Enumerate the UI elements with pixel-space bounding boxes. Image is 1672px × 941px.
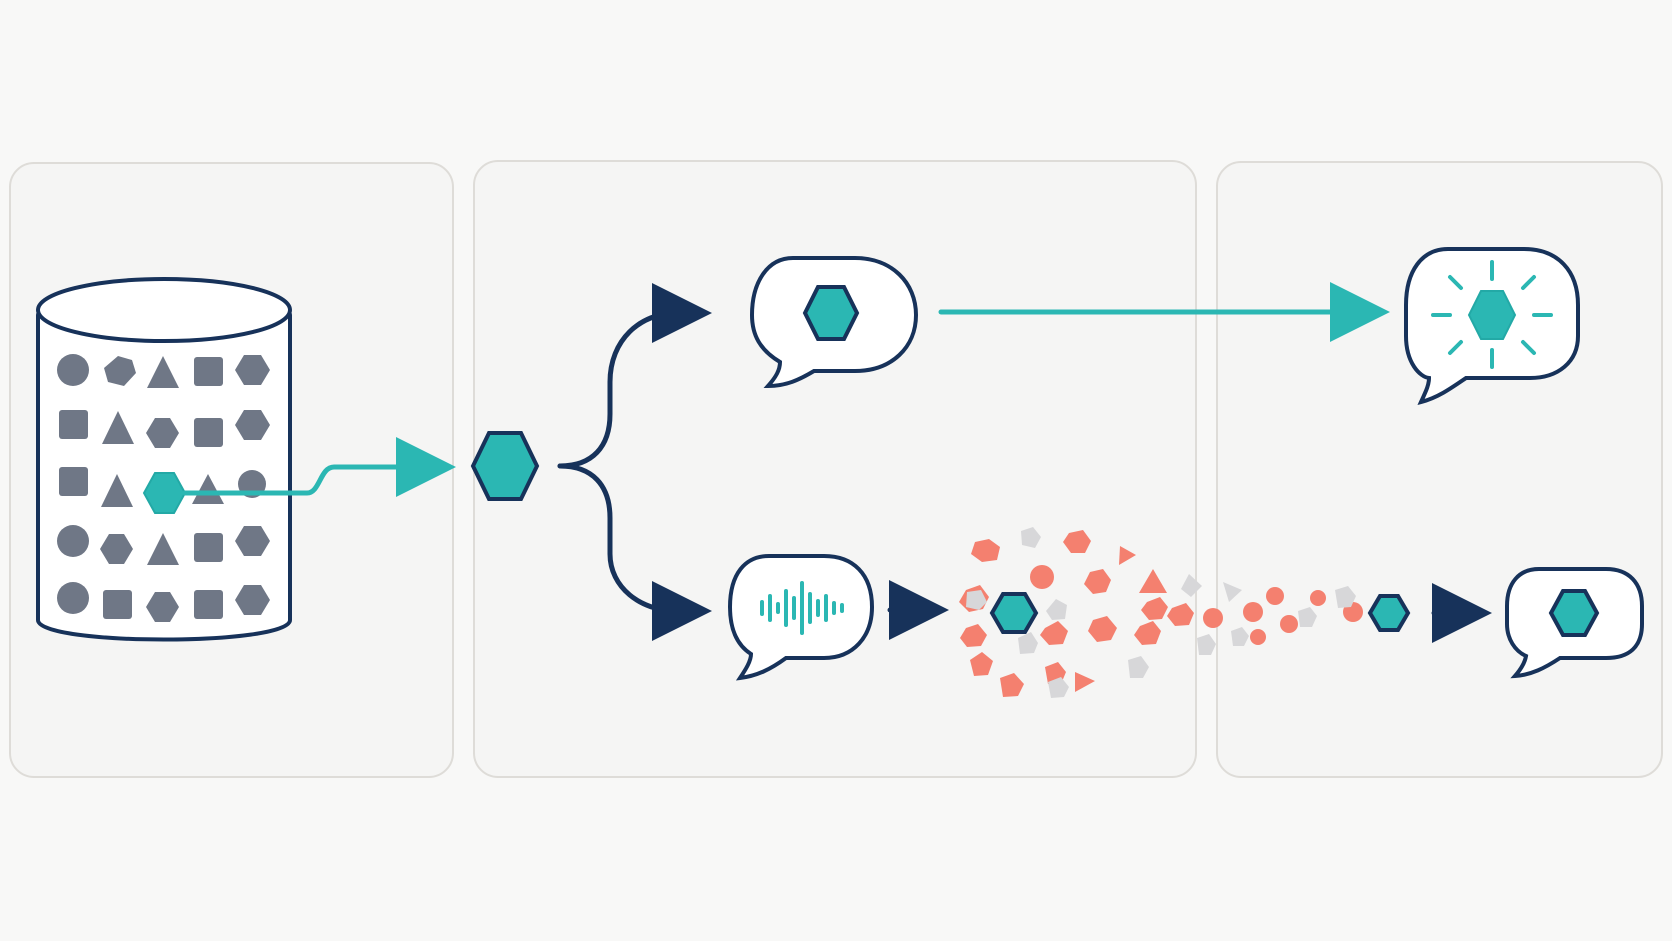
coral-particle [1243, 602, 1263, 622]
gray-triangle-shape [101, 474, 133, 507]
gray-triangle-shape [102, 411, 134, 444]
coral-particle [1040, 621, 1068, 645]
coral-particle [1000, 673, 1024, 697]
gray-hexagon-shape [235, 585, 270, 615]
selected-token-in-database [142, 472, 187, 514]
particle-field [959, 527, 1363, 698]
text-speech-bubble [749, 256, 919, 389]
coral-particle [1075, 672, 1095, 692]
gray-particle [1223, 582, 1242, 602]
coral-particle [1266, 587, 1284, 605]
coral-particle [1088, 616, 1117, 642]
recovered-token [1367, 594, 1411, 632]
coral-particle [1139, 569, 1167, 593]
gray-particle [1128, 656, 1149, 678]
coral-particle [1030, 565, 1054, 589]
coral-particle [1063, 530, 1091, 553]
gray-hexagon-shape [146, 418, 179, 448]
gray-hexagon-shape [100, 534, 133, 564]
gray-pentagon-shape [104, 356, 136, 386]
gray-particle [1231, 627, 1249, 646]
coral-particle [1203, 608, 1223, 628]
sparkle-rays-icon [1431, 260, 1553, 369]
coral-particle [960, 624, 987, 647]
audio-waveform-icon [760, 581, 844, 635]
split-to-text-bubble-flow [557, 283, 712, 469]
gray-hexagon-shape [235, 526, 270, 556]
hexagon-token-icon [1467, 290, 1517, 340]
coral-particle [1280, 615, 1298, 633]
gray-particle [1046, 599, 1067, 620]
gray-square-shape [194, 418, 223, 447]
gray-triangle-shape [192, 474, 224, 504]
gray-triangle-shape [147, 356, 179, 388]
gray-particle [1298, 607, 1317, 627]
coral-particle [1310, 590, 1326, 606]
gray-circle-shape [57, 354, 89, 386]
gray-hexagon-shape [146, 592, 179, 622]
database-shapes [57, 354, 270, 622]
gray-circle-shape [57, 582, 89, 614]
coral-particle [1250, 629, 1266, 645]
database-to-selected-token-flow [182, 437, 456, 497]
coral-particle [1084, 569, 1111, 594]
gray-particle [1335, 586, 1356, 608]
central-token [470, 431, 540, 501]
gray-square-shape [194, 357, 223, 386]
gray-particle [1018, 632, 1038, 654]
gray-square-shape [59, 410, 88, 439]
split-to-audio-bubble-flow [557, 463, 712, 641]
final-output-bubble [1505, 567, 1644, 679]
gray-square-shape [194, 590, 223, 619]
gray-particle [1181, 574, 1202, 597]
gray-triangle-shape [147, 533, 179, 565]
gray-particle [1021, 527, 1041, 548]
gray-square-shape [103, 590, 132, 619]
database-top [36, 277, 292, 343]
audio-speech-bubble [727, 554, 875, 681]
coral-particle [1167, 603, 1194, 626]
hexagon-token-icon [1548, 589, 1600, 637]
hexagon-token-icon [802, 285, 860, 341]
gray-hexagon-shape [235, 355, 270, 385]
gray-hexagon-shape [235, 410, 270, 440]
coral-particle [970, 652, 993, 676]
teal-token-in-noise [989, 592, 1039, 634]
coral-particle [1119, 546, 1136, 565]
gray-particle [1048, 677, 1069, 698]
coral-particle [971, 539, 1000, 562]
gray-particle [1197, 634, 1216, 655]
gray-square-shape [194, 533, 223, 562]
database-cylinder [36, 277, 292, 642]
highlighted-output-bubble [1404, 247, 1580, 405]
gray-square-shape [59, 467, 88, 496]
gray-particle [966, 590, 987, 610]
coral-particle [1141, 597, 1168, 620]
gray-circle-shape [57, 525, 89, 557]
coral-particle [1134, 621, 1161, 645]
